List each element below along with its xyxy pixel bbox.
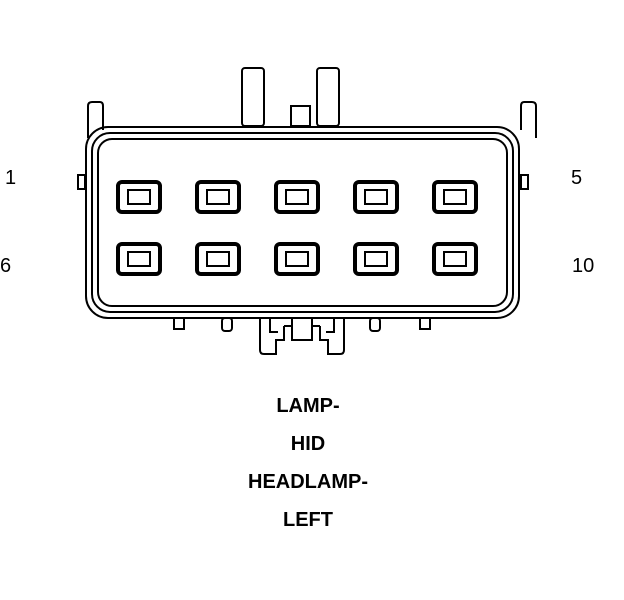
pin-cavity-8 [274,242,320,276]
caption-line-2: HID [290,433,326,455]
pin-label-1: 1 [5,167,17,189]
connector-caption: LAMP- HID HEADLAMP- LEFT [208,394,408,546]
pin-terminal-9 [364,251,388,267]
caption-line-3: HEADLAMP- [248,471,368,493]
top-latch [241,67,340,127]
connector-housing [85,126,520,319]
pin-cavity-5 [432,180,478,214]
right-guide-post [520,101,537,138]
pin-terminal-2 [206,189,230,205]
pin-cavity-1 [116,180,162,214]
pin-terminal-7 [206,251,230,267]
pin-label-5: 5 [571,167,583,189]
pin-terminal-1 [127,189,151,205]
caption-line-4: LEFT [283,509,333,531]
left-guide-post [87,101,104,138]
pin-label-10: 10 [572,255,595,277]
pin-terminal-8 [285,251,309,267]
right-side-tab [520,174,529,190]
pin-cavity-4 [353,180,399,214]
pin-cavity-3 [274,180,320,214]
pin-terminal-4 [364,189,388,205]
pin-cavities [116,180,478,276]
pin-terminal-10 [443,251,467,267]
pin-cavity-10 [432,242,478,276]
pin-cavity-2 [195,180,241,214]
pin-terminal-5 [443,189,467,205]
pin-cavity-7 [195,242,241,276]
bottom-tabs [173,317,431,332]
pin-terminal-6 [127,251,151,267]
left-side-tab [77,174,86,190]
pin-terminal-3 [285,189,309,205]
caption-line-1: LAMP- [276,395,340,417]
bottom-latch [259,317,345,355]
pin-cavity-9 [353,242,399,276]
pin-cavity-6 [116,242,162,276]
pin-label-6: 6 [0,255,12,277]
